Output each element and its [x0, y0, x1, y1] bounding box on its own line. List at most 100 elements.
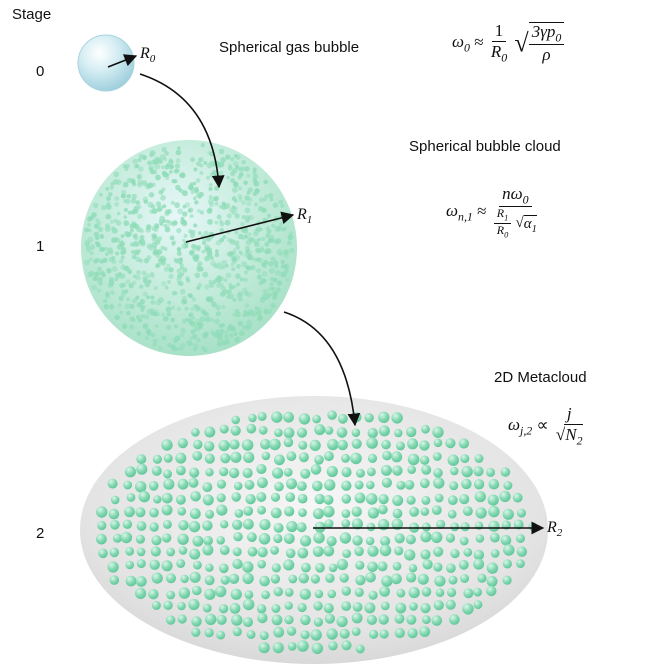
cloud-particle: [247, 232, 252, 237]
metacloud-sphere: [378, 614, 389, 625]
cloud-particle: [159, 259, 165, 265]
cloud-particle: [136, 315, 140, 320]
cloud-particle: [274, 292, 278, 297]
metacloud-sphere: [420, 603, 431, 614]
cloud-particle: [115, 251, 120, 256]
metacloud-sphere: [409, 506, 420, 517]
metacloud-sphere: [341, 519, 351, 528]
cloud-particle: [125, 163, 130, 169]
metacloud-sphere: [460, 454, 470, 464]
cloud-particle: [255, 257, 260, 262]
cloud-particle: [107, 247, 113, 254]
metacloud-sphere: [283, 411, 294, 423]
cloud-particle: [96, 278, 103, 284]
metacloud-sphere: [300, 535, 312, 547]
cloud-particle: [132, 234, 138, 239]
cloud-particle: [240, 221, 245, 227]
metacloud-sphere: [107, 561, 119, 573]
metacloud-sphere: [327, 410, 337, 420]
metacloud-sphere: [229, 439, 240, 450]
cloud-particle: [182, 318, 188, 324]
cloud-particle: [139, 299, 146, 305]
cloud-particle: [104, 225, 111, 232]
metacloud-sphere: [488, 505, 500, 518]
cloud-particle: [238, 291, 244, 297]
metacloud-sphere: [447, 495, 458, 506]
metacloud-sphere: [296, 522, 307, 533]
cloud-particle: [208, 195, 214, 200]
cloud-particle: [84, 259, 90, 266]
cloud-particle: [241, 160, 246, 165]
cloud-particle: [233, 198, 238, 203]
metacloud-sphere: [379, 629, 389, 639]
cloud-particle: [221, 260, 228, 266]
cloud-particle: [180, 172, 185, 177]
metacloud-sphere: [204, 575, 215, 586]
cloud-particle: [206, 175, 210, 180]
metacloud-sphere: [149, 559, 160, 570]
metacloud-sphere: [123, 480, 133, 490]
cloud-particle: [126, 297, 130, 302]
cloud-particle: [185, 276, 190, 281]
cloud-particle: [132, 158, 138, 165]
metacloud-sphere: [477, 573, 487, 583]
metacloud-sphere: [312, 480, 323, 492]
cloud-particle: [146, 273, 151, 278]
metacloud-sphere: [283, 467, 293, 477]
cloud-particle: [218, 170, 224, 176]
equation-stage-2: ωj,2 ∝ j√N2: [508, 404, 586, 448]
metacloud-sphere: [404, 480, 415, 490]
metacloud-sphere: [422, 559, 433, 570]
metacloud-sphere: [204, 628, 214, 638]
metacloud-sphere: [110, 495, 120, 505]
cloud-particle: [250, 312, 255, 317]
metacloud-sphere: [257, 612, 268, 624]
metacloud-sphere: [367, 467, 376, 477]
metacloud-sphere: [512, 492, 523, 503]
metacloud-sphere: [516, 546, 528, 557]
cloud-particle: [244, 303, 250, 308]
metacloud-sphere: [243, 518, 254, 530]
cloud-particle: [214, 220, 219, 225]
cloud-particle: [121, 323, 128, 329]
metacloud-sphere: [135, 481, 147, 493]
metacloud-sphere: [338, 413, 348, 424]
cloud-particle: [176, 247, 182, 252]
metacloud-sphere: [355, 560, 365, 570]
cloud-particle: [116, 274, 121, 279]
cloud-particle: [213, 196, 218, 202]
metacloud-sphere: [314, 493, 325, 505]
metacloud-sphere: [450, 466, 459, 476]
cloud-particle: [186, 340, 193, 347]
metacloud-sphere: [231, 492, 241, 502]
cloud-particle: [174, 202, 181, 209]
metacloud-sphere: [298, 413, 311, 425]
cloud-particle: [113, 171, 119, 178]
metacloud-sphere: [261, 451, 271, 461]
stage-title-0: Spherical gas bubble: [219, 39, 360, 56]
cloud-particle: [146, 224, 152, 230]
cloud-particle: [203, 161, 208, 165]
cloud-particle: [161, 187, 166, 192]
cloud-particle: [178, 281, 184, 287]
cloud-particle: [232, 312, 236, 317]
cloud-particle: [136, 331, 142, 336]
cloud-particle: [173, 168, 179, 174]
cloud-particle: [218, 328, 225, 335]
metacloud-sphere: [487, 494, 499, 506]
metacloud-sphere: [407, 628, 418, 639]
cloud-particle: [143, 199, 148, 204]
cloud-particle: [138, 258, 143, 263]
cloud-particle: [156, 207, 162, 213]
metacloud-sphere: [257, 505, 266, 515]
metacloud-sphere: [232, 547, 242, 557]
cloud-particle: [261, 207, 267, 213]
metacloud-sphere: [364, 602, 376, 614]
metacloud-sphere: [391, 412, 403, 424]
metacloud-sphere: [404, 549, 416, 561]
cloud-particle: [152, 159, 159, 165]
metacloud-sphere: [392, 495, 404, 506]
cloud-particle: [117, 303, 122, 308]
metacloud-sphere: [446, 563, 456, 573]
